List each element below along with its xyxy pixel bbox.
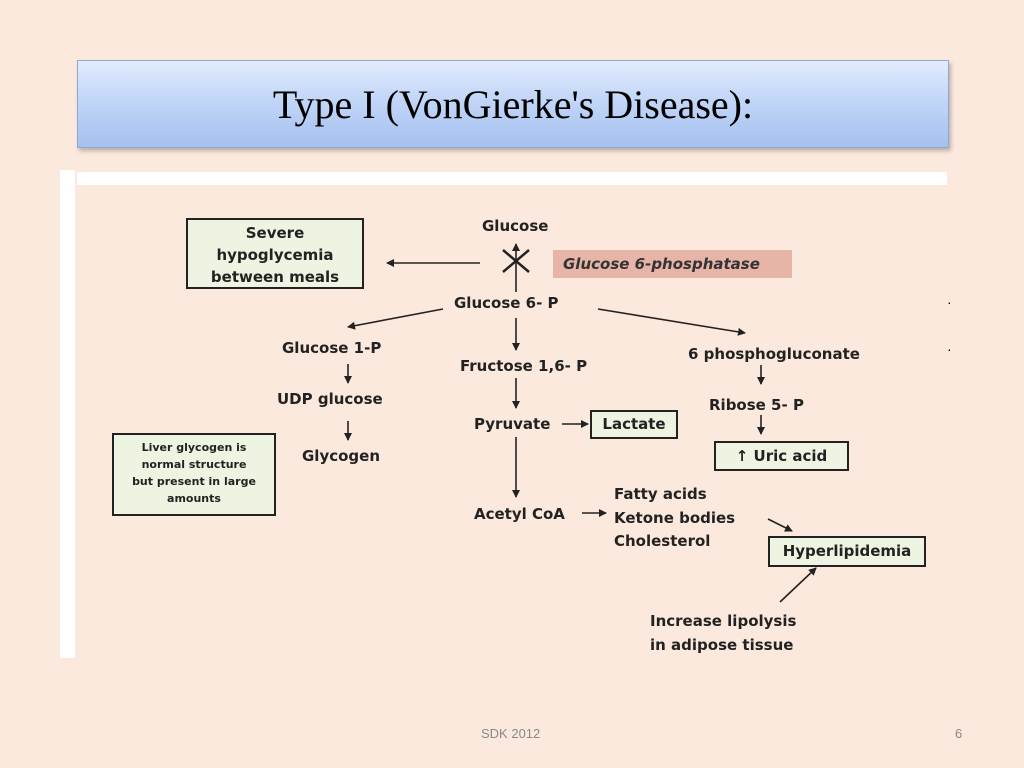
bullet-2: ·: [947, 341, 952, 357]
hypoglycemia-line2: hypoglycemia: [216, 246, 334, 264]
node-lipolysis-line2: in adipose tissue: [650, 636, 794, 654]
lactate-box: Lactate: [590, 410, 678, 439]
up-arrow-icon: ↑: [735, 447, 749, 465]
footer-text: SDK 2012: [481, 726, 541, 741]
arrow-lipids-to-hyperlipidemia: [767, 518, 793, 532]
hyperlipidemia-box: Hyperlipidemia: [768, 536, 926, 567]
hypoglycemia-line3: between meals: [210, 268, 340, 286]
node-glucose-1p: Glucose 1-P: [282, 339, 382, 357]
liver-line2: normal structure: [141, 458, 247, 471]
uric-acid-label: Uric acid: [753, 447, 828, 465]
page-number: 6: [955, 726, 963, 741]
arrow-lipolysis-to-hyperlipidemia: [779, 567, 817, 603]
slide-title: Type I (VonGierke's Disease):: [272, 81, 754, 127]
block-x-2: [502, 249, 530, 273]
liver-glycogen-box: Liver glycogen is normal structure but p…: [112, 433, 276, 516]
liver-line1: Liver glycogen is: [141, 441, 247, 454]
panel-top-strip: [77, 172, 947, 185]
node-fructose-16p: Fructose 1,6- P: [460, 357, 588, 375]
title-box: Type I (VonGierke's Disease):: [77, 60, 949, 148]
node-fatty-acids: Fatty acids: [614, 485, 707, 503]
node-glycogen: Glycogen: [302, 447, 381, 465]
bullet-1: ·: [947, 294, 952, 310]
hypoglycemia-line1: Severe: [245, 224, 305, 242]
node-udp-glucose: UDP glucose: [277, 390, 383, 408]
node-glucose-6p: Glucose 6- P: [454, 294, 559, 312]
hypoglycemia-box: Severe hypoglycemia between meals: [186, 218, 364, 289]
node-6-phosphogluconate: 6 phosphogluconate: [688, 345, 860, 363]
enzyme-label: Glucose 6-phosphatase: [553, 250, 792, 278]
arrow-g6p-to-g1p: [347, 308, 444, 330]
panel-left-strip: [60, 170, 75, 658]
lactate-label: Lactate: [602, 415, 666, 433]
node-cholesterol: Cholesterol: [614, 532, 711, 550]
arrow-g6p-to-6pg: [597, 308, 746, 336]
node-ketone-bodies: Ketone bodies: [614, 509, 736, 527]
liver-line4: amounts: [167, 492, 221, 505]
node-glucose: Glucose: [482, 217, 549, 235]
hyperlipidemia-label: Hyperlipidemia: [782, 542, 912, 560]
node-ribose-5p: Ribose 5- P: [709, 396, 804, 414]
liver-line3: but present in large: [132, 475, 256, 488]
node-lipolysis-line1: Increase lipolysis: [650, 612, 797, 630]
node-acetyl-coa: Acetyl CoA: [474, 505, 565, 523]
uric-acid-box: ↑ Uric acid: [714, 441, 849, 471]
node-pyruvate: Pyruvate: [474, 415, 551, 433]
